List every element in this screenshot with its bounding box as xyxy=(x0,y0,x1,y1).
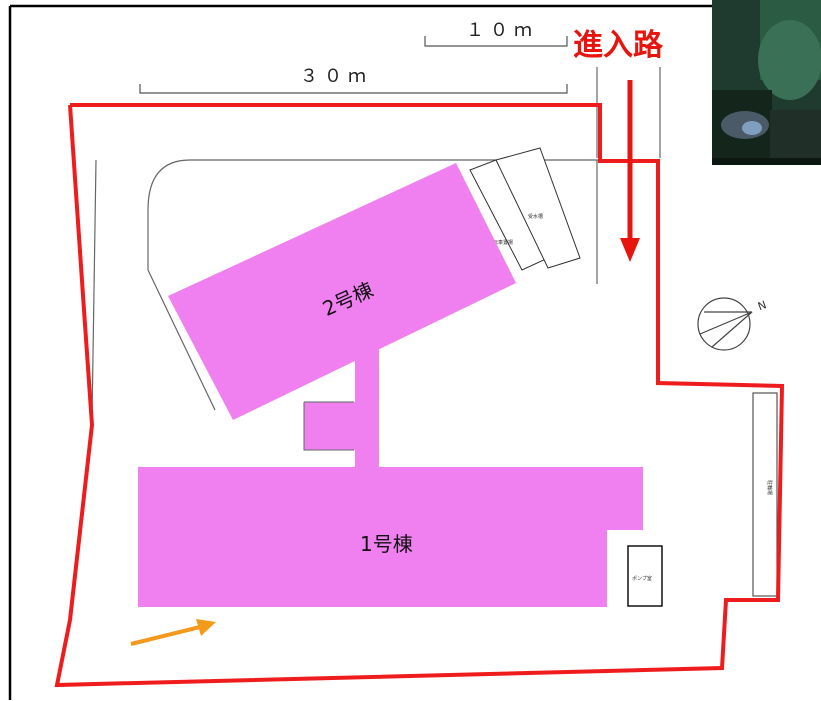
page-frame xyxy=(8,4,821,700)
view-direction-arrow-icon xyxy=(130,619,216,646)
building-1-label: 1号棟 xyxy=(360,532,413,556)
annex-label-a: 自転車置場 xyxy=(488,239,513,246)
pump-room xyxy=(627,545,663,607)
entrance-arrow-icon xyxy=(620,80,640,262)
scale-label-10m: １０ｍ xyxy=(466,20,538,41)
entrance-label: 進入路 xyxy=(573,28,664,63)
compass-north-label: N xyxy=(756,298,768,313)
scale-bar-10m xyxy=(424,36,568,47)
scale-bar-30m xyxy=(139,84,568,94)
pump-room-label: ポンプ室 xyxy=(632,575,652,582)
building-2 xyxy=(168,163,516,470)
side-strip xyxy=(752,392,778,597)
side-strip-label: 駐輪場 xyxy=(766,480,773,495)
annex-label-b: 受水槽 xyxy=(528,213,543,220)
compass-icon xyxy=(697,297,753,351)
site-boundary xyxy=(54,103,785,688)
scale-label-30m: ３０ｍ xyxy=(300,66,372,87)
site-lines xyxy=(91,67,661,421)
building-1 xyxy=(138,467,643,607)
annex-structure xyxy=(469,147,581,271)
photo-thumbnail-icon xyxy=(712,0,821,165)
building-2-connector-outline xyxy=(303,401,354,451)
